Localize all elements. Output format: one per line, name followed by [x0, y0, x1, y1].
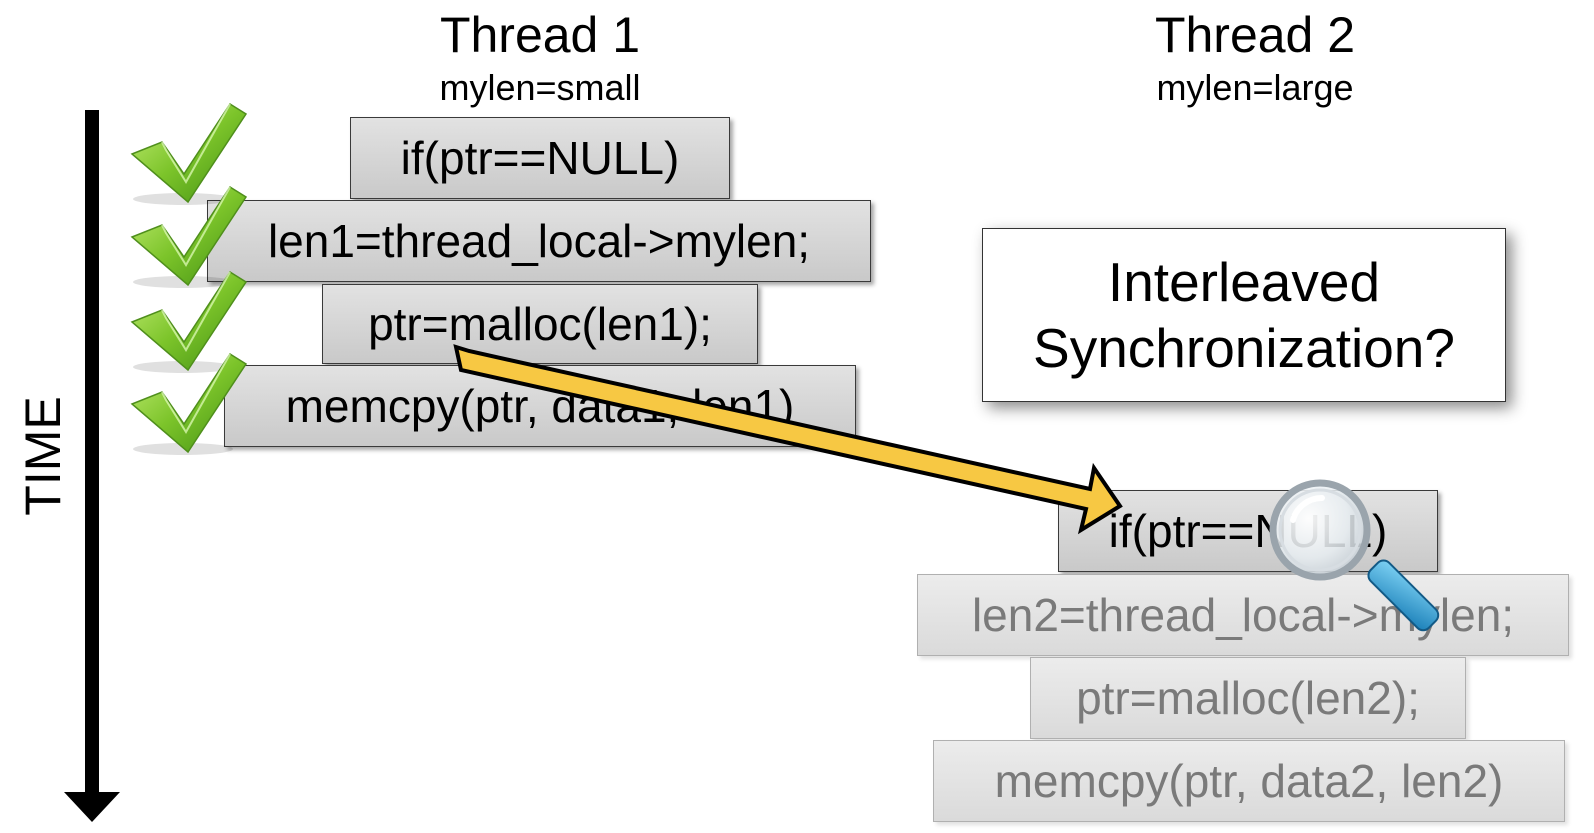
- thread1-title: Thread 1: [439, 7, 641, 63]
- thread2-line-3: ptr=malloc(len2);: [1030, 657, 1466, 739]
- checkmark-icon: [130, 102, 248, 205]
- thread1-line-2: len1=thread_local->mylen;: [207, 200, 871, 282]
- thread1-line-1: if(ptr==NULL): [350, 117, 730, 199]
- thread2-line-4: memcpy(ptr, data2, len2): [933, 740, 1565, 822]
- callout-line-2: Synchronization?: [1033, 317, 1455, 379]
- thread1-line-3: ptr=malloc(len1);: [322, 284, 758, 364]
- thread2-title: Thread 2: [1154, 7, 1356, 63]
- interleaved-callout: Interleaved Synchronization?: [982, 228, 1506, 402]
- checkmark-icon: [130, 185, 248, 288]
- checkmark-icon: [130, 270, 248, 373]
- callout-line-1: Interleaved: [1107, 251, 1381, 313]
- checkmark-icon: [130, 352, 248, 455]
- thread2-line-2: len2=thread_local->mylen;: [917, 574, 1569, 656]
- thread1-subtitle: mylen=small: [439, 67, 641, 108]
- thread2-subtitle: mylen=large: [1156, 67, 1354, 108]
